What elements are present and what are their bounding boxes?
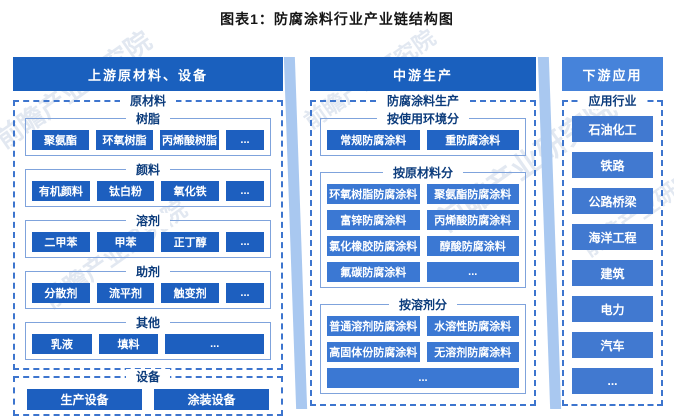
chain-item: 钛白粉: [96, 181, 155, 201]
group-by-environment: 按使用环境分 常规防腐涂料 重防腐涂料: [320, 111, 526, 156]
group-other-label: 其他: [125, 315, 171, 331]
chain-item: 氯化橡胶防腐涂料: [327, 236, 420, 256]
chain-item: 触变剂: [161, 283, 220, 303]
application-industries-box: 应用行业 石油化工 铁路 公路桥梁 海洋工程 建筑 电力 汽车 ...: [562, 93, 663, 406]
chain-item: 高固体份防腐涂料: [327, 342, 420, 362]
more-item: ...: [426, 262, 519, 282]
more-item: ...: [226, 130, 264, 150]
chain-item: 富锌防腐涂料: [327, 210, 420, 230]
chain-item: 流平剂: [96, 283, 155, 303]
downstream-header: 下游应用: [562, 57, 663, 91]
chain-item: 乳液: [32, 334, 92, 354]
application-industries-label: 应用行业: [578, 93, 647, 109]
chain-item: 甲苯: [96, 232, 155, 252]
equipment-box: 设备 生产设备 涂装设备: [13, 369, 283, 416]
group-resin: 树脂 聚氨酯 环氧树脂 丙烯酸树脂 ...: [25, 111, 271, 156]
application-item: 电力: [572, 296, 653, 322]
group-solvent-label: 溶剂: [125, 213, 171, 229]
chain-item: 重防腐涂料: [426, 130, 519, 150]
group-additive-label: 助剂: [125, 264, 171, 280]
more-item: ...: [226, 181, 265, 201]
group-resin-label: 树脂: [125, 111, 171, 127]
midstream-header: 中游生产: [310, 57, 536, 91]
divider-stripe: [537, 57, 562, 409]
group-by-material-label: 按原材料分: [382, 165, 464, 181]
chain-item: 涂装设备: [154, 389, 269, 410]
chain-item: 无溶剂防腐涂料: [426, 342, 519, 362]
more-item: ...: [226, 232, 265, 252]
chain-item: 普通溶剂防腐涂料: [327, 316, 420, 336]
group-other: 其他 乳液 填料 ...: [25, 315, 271, 360]
chain-item: 氟碳防腐涂料: [327, 262, 420, 282]
application-item: 建筑: [572, 260, 653, 286]
application-item: 海洋工程: [572, 224, 653, 250]
group-pigment-label: 颜料: [125, 162, 171, 178]
group-by-environment-label: 按使用环境分: [376, 111, 470, 127]
equipment-label: 设备: [125, 369, 171, 385]
chain-item: 生产设备: [27, 389, 142, 410]
coating-production-label: 防腐涂料生产: [376, 93, 470, 109]
column-downstream: 下游应用 应用行业 石油化工 铁路 公路桥梁 海洋工程 建筑 电力 汽车 ...: [562, 57, 663, 406]
chain-item: 聚氨酯防腐涂料: [426, 184, 519, 204]
chain-item: 环氧树脂防腐涂料: [327, 184, 420, 204]
chain-item: 丙烯酸树脂: [160, 130, 219, 150]
upstream-header: 上游原材料、设备: [13, 57, 283, 91]
more-item: ...: [327, 368, 519, 388]
application-item: 汽车: [572, 332, 653, 358]
chain-item: 醇酸防腐涂料: [426, 236, 519, 256]
application-item: 公路桥梁: [572, 188, 653, 214]
raw-materials-box: 原材料 树脂 聚氨酯 环氧树脂 丙烯酸树脂 ... 颜料 有机颜料 钛白粉 氧化…: [13, 93, 283, 370]
chain-item: 填料: [98, 334, 159, 354]
chain-item: 水溶性防腐涂料: [426, 316, 519, 336]
divider-stripe: [283, 57, 308, 409]
coating-production-box: 防腐涂料生产 按使用环境分 常规防腐涂料 重防腐涂料 按原材料分 环氧树脂防腐涂…: [310, 93, 536, 406]
chain-item: 二甲苯: [32, 232, 90, 252]
group-by-solvent: 按溶剂分 普通溶剂防腐涂料 水溶性防腐涂料 高固体份防腐涂料 无溶剂防腐涂料 .…: [320, 297, 526, 394]
column-midstream: 中游生产 防腐涂料生产 按使用环境分 常规防腐涂料 重防腐涂料 按原材料分 环氧…: [310, 57, 536, 406]
column-upstream: 上游原材料、设备 原材料 树脂 聚氨酯 环氧树脂 丙烯酸树脂 ... 颜料 有机…: [13, 57, 283, 416]
chain-item: 聚氨酯: [32, 130, 89, 150]
chain-item: 氧化铁: [161, 181, 220, 201]
figure-title: 图表1：防腐涂料行业产业链结构图: [220, 11, 454, 27]
application-item: 石油化工: [572, 116, 653, 142]
more-item: ...: [226, 283, 265, 303]
application-item: 铁路: [572, 152, 653, 178]
chain-item: 分散剂: [32, 283, 90, 303]
group-pigment: 颜料 有机颜料 钛白粉 氧化铁 ...: [25, 162, 271, 207]
group-solvent: 溶剂 二甲苯 甲苯 正丁醇 ...: [25, 213, 271, 258]
chain-item: 常规防腐涂料: [327, 130, 420, 150]
more-item: ...: [572, 368, 653, 394]
group-by-solvent-label: 按溶剂分: [388, 297, 458, 313]
raw-materials-label: 原材料: [119, 93, 177, 109]
chain-item: 正丁醇: [161, 232, 220, 252]
chain-item: 有机颜料: [32, 181, 90, 201]
group-by-material: 按原材料分 环氧树脂防腐涂料 聚氨酯防腐涂料 富锌防腐涂料 丙烯酸防腐涂料 氯化…: [320, 165, 526, 288]
group-additive: 助剂 分散剂 流平剂 触变剂 ...: [25, 264, 271, 309]
more-item: ...: [165, 334, 264, 354]
chain-item: 环氧树脂: [96, 130, 153, 150]
chain-item: 丙烯酸防腐涂料: [426, 210, 519, 230]
